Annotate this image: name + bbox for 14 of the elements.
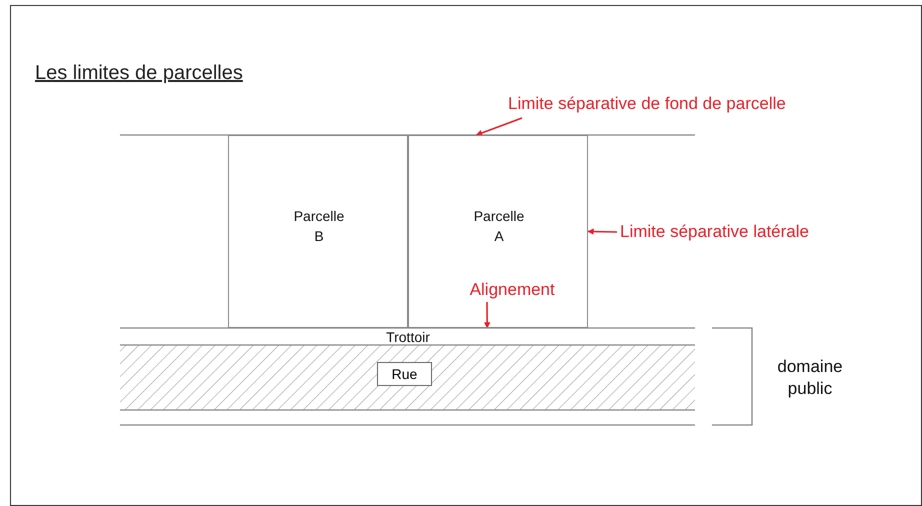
callout-text: Alignement xyxy=(470,278,588,302)
callout-text: Limite séparative latérale xyxy=(620,220,880,244)
parcel-label: Parcelle B xyxy=(292,207,346,246)
leader-arrow xyxy=(587,228,618,235)
leader-arrow xyxy=(484,302,490,329)
parcel-area xyxy=(228,135,408,328)
leader-arrow xyxy=(476,117,522,136)
sidewalk-label: Trottoir xyxy=(385,330,431,344)
callout-text: Limite séparative de fond de parcelle xyxy=(508,92,868,116)
zone-label: domaine public xyxy=(776,356,844,400)
parcel-label: Parcelle A xyxy=(472,207,526,246)
street-label: Rue xyxy=(377,362,432,386)
parcel-area xyxy=(408,135,588,328)
diagram-title: Les limites de parcelles xyxy=(35,62,243,85)
